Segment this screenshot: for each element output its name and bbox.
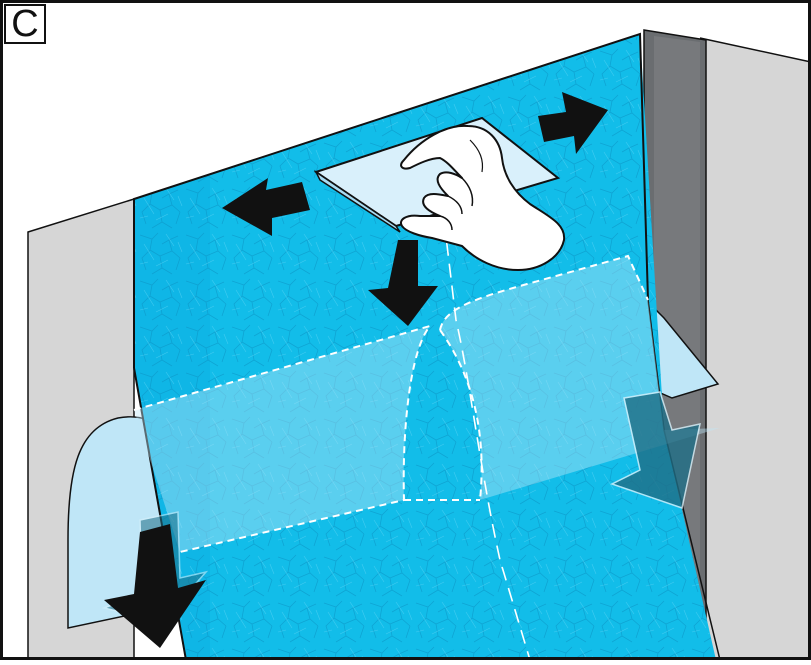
- step-label: C: [4, 4, 46, 44]
